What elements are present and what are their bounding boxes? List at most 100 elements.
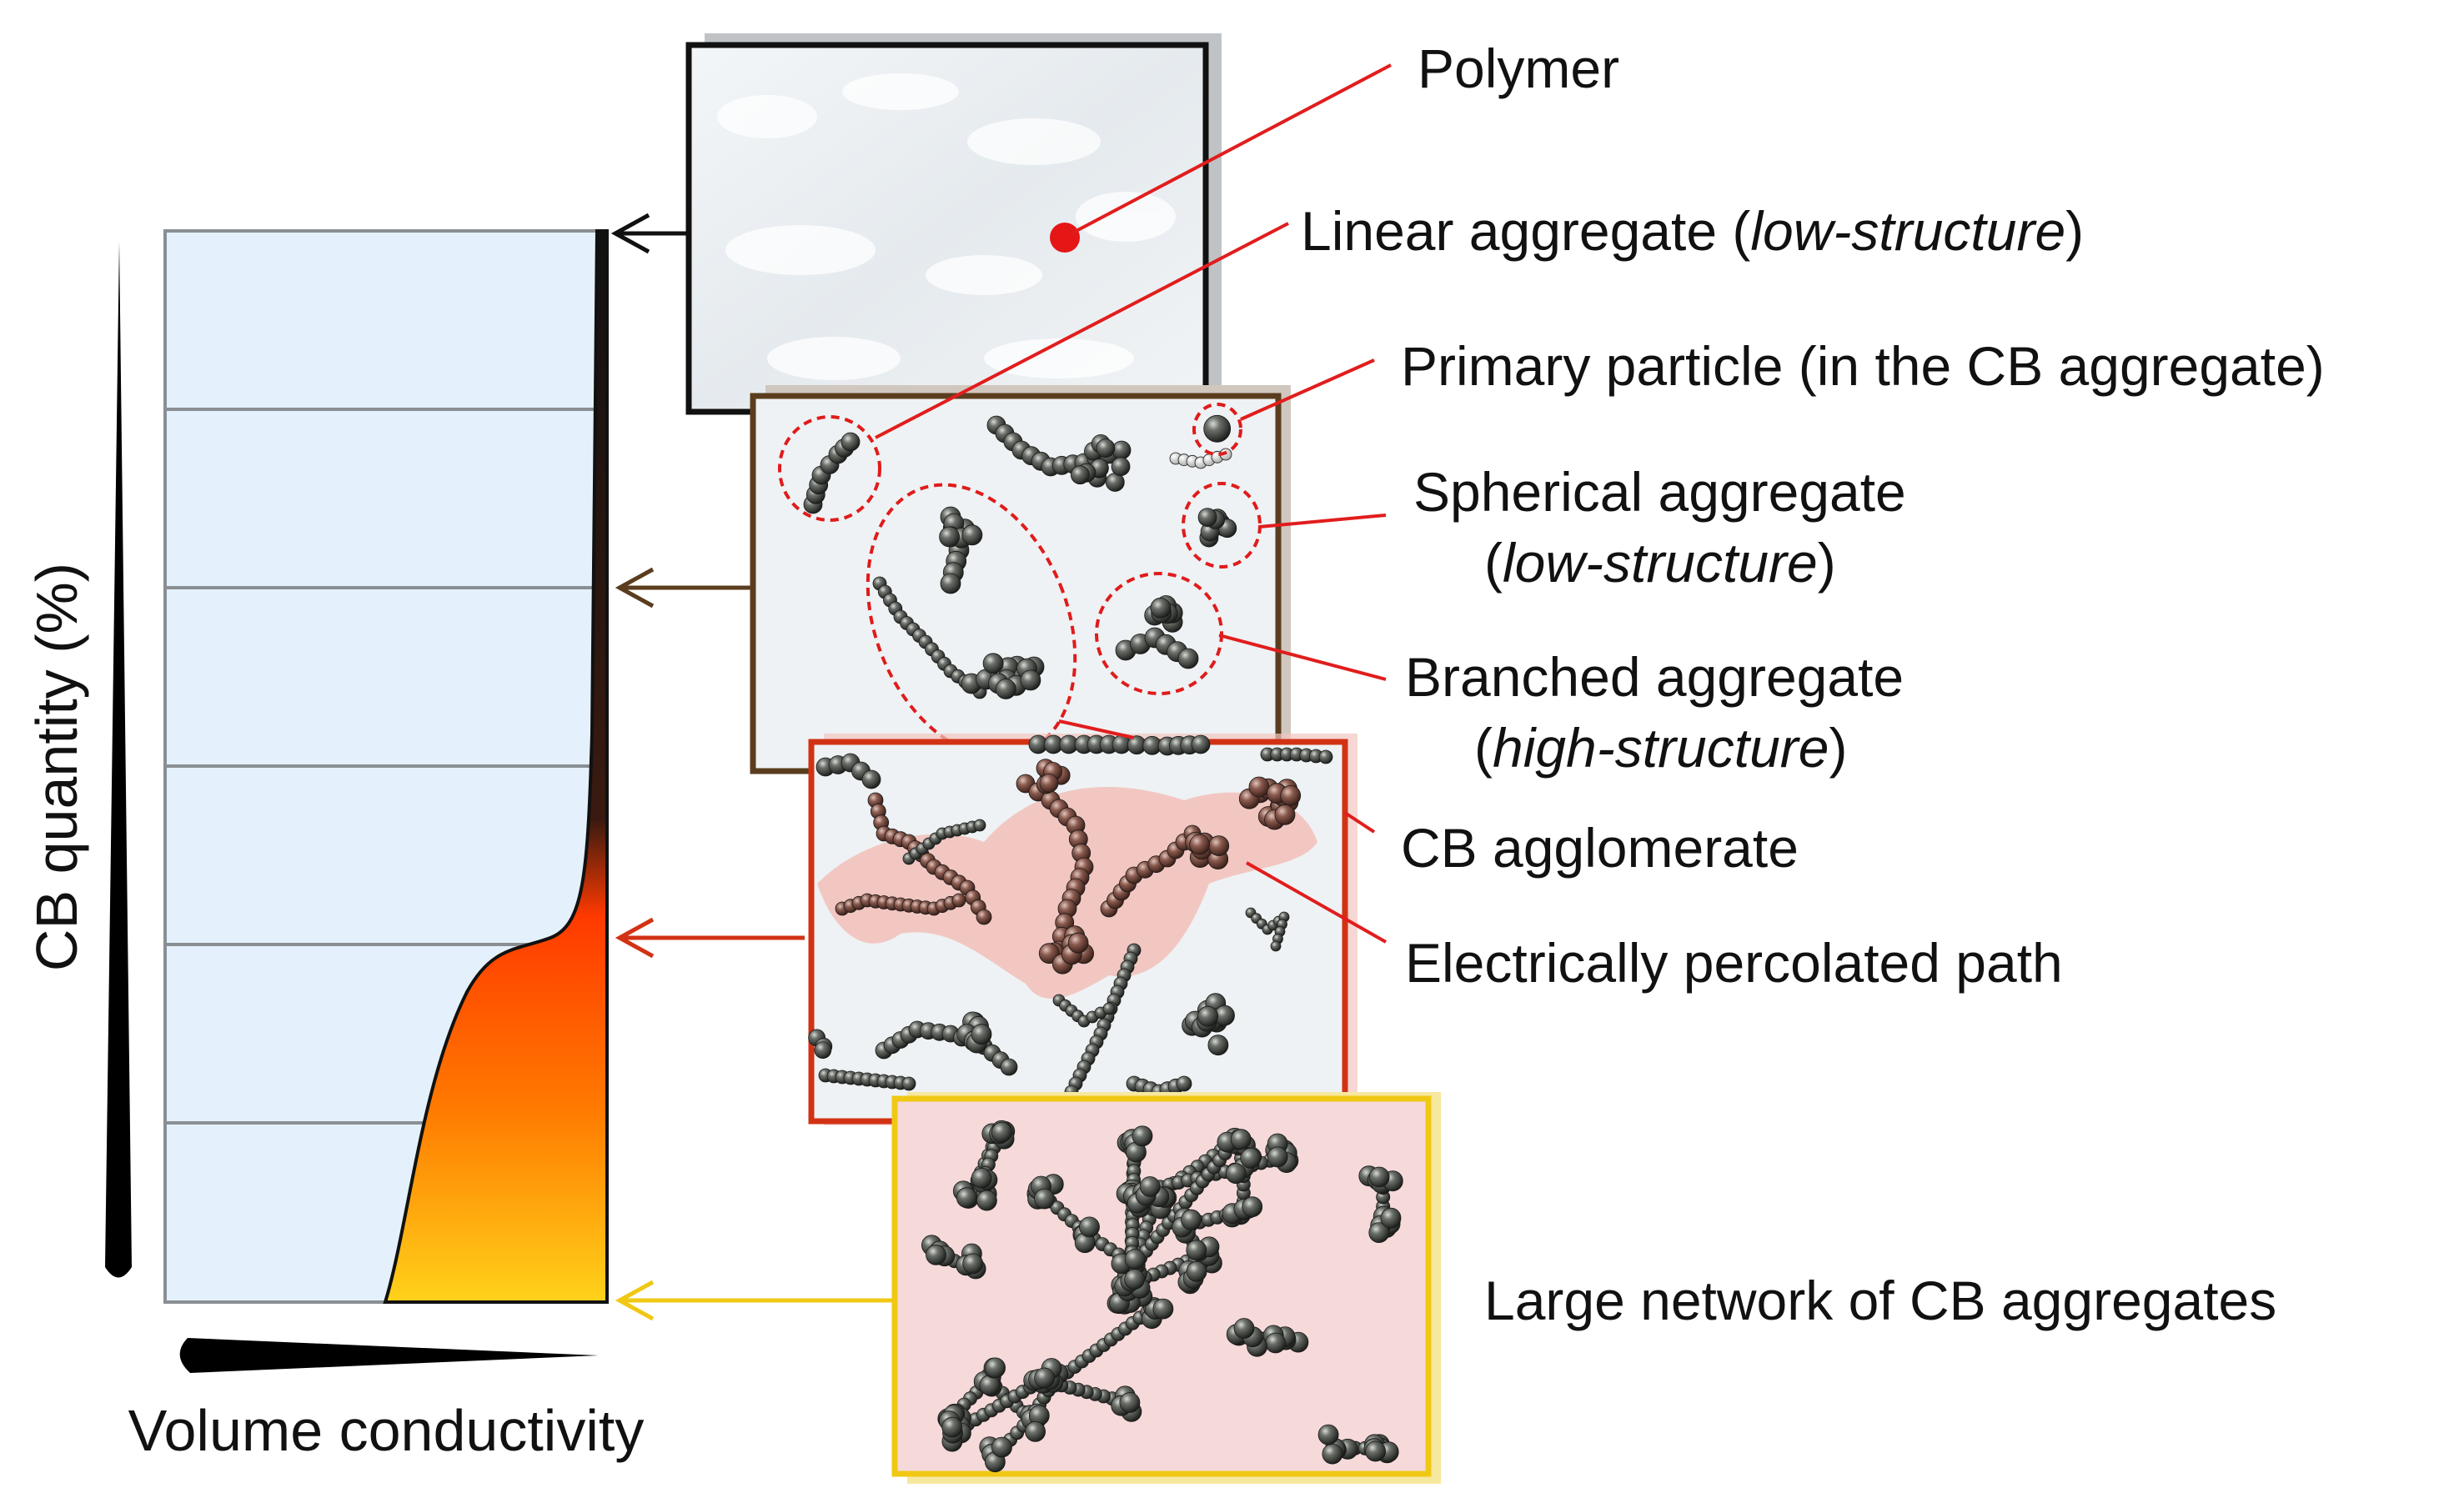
cb-particle [991,1436,1012,1458]
cb-particle [1189,834,1210,855]
cb-particle [1102,1002,1116,1015]
cb-particle [1225,1163,1247,1185]
polymer-marker-dot [1050,223,1080,253]
stage-arrows [610,213,894,1321]
cb-particle [962,1253,984,1275]
cb-particle [939,526,960,548]
conductivity-curve-area [383,229,609,1304]
x-axis-wedge [179,1338,599,1373]
panel-polymer [685,33,1222,415]
cb-particle [971,1167,992,1189]
arrow-stage4 [615,1280,894,1321]
cb-particle [1139,1176,1161,1197]
cb-particle [1124,1249,1146,1270]
cb-particle [1317,1424,1339,1445]
arrow-stage3 [615,917,805,959]
cb-particle [1274,804,1296,825]
cb-particle [982,653,1004,674]
leader-percolated [1246,861,1387,944]
cb-particle [1039,774,1059,793]
leader-polymer [1071,63,1392,235]
label-agglomerate: CB agglomerate [1401,817,1799,879]
panel-agglomerate [808,734,1357,1125]
leader-ellipse-tail [1058,719,1135,739]
cb-particle [985,1357,1006,1379]
cb-particle [1132,1125,1153,1147]
cb-particle [1000,1058,1018,1076]
cb-particle [1365,1440,1386,1462]
cb-particle [1230,1129,1252,1150]
cb-particle [951,893,966,908]
panel-aggregates [750,385,1291,774]
network-particles [921,1120,1403,1473]
x-axis-label: Volume conductivity [128,1398,645,1463]
label-branched-line1: Branched aggregate [1405,646,1904,708]
label-spherical-line1: Spherical aggregate [1413,461,1906,523]
arrow-stage2 [615,567,750,609]
y-axis-wedge [105,242,132,1278]
leader-primary [1240,358,1375,421]
cb-particle [1034,1188,1055,1210]
cb-particle [1242,1196,1263,1218]
cb-particle [1152,1298,1174,1320]
label-polymer: Polymer [1418,38,1619,99]
conductivity-chart: CB quantity (%) Volume conductivity [24,229,645,1463]
cb-particle [1368,1222,1390,1243]
cb-particle [956,1187,977,1209]
cb-particle [1112,440,1132,460]
y-axis-label: CB quantity (%) [24,563,89,971]
cb-particle [1322,1443,1343,1465]
cb-particle [1191,734,1211,754]
cb-particle [1380,1207,1402,1229]
cb-particle [1318,749,1333,764]
cb-particle [1176,1075,1192,1092]
leader-spherical [1258,514,1387,529]
cb-particle [841,432,861,452]
leader-lines [875,63,1392,944]
cb-particle [926,1244,946,1265]
cb-particle [961,524,983,546]
leader-branched [1218,634,1387,681]
cb-particle [814,1041,832,1059]
cb-particle [979,1375,1001,1396]
cb-particle [995,679,1016,699]
cb-particle [1025,1421,1046,1442]
cb-particle [1079,1216,1100,1238]
cb-particle [1181,1209,1202,1230]
arrow-polymer [610,213,689,254]
cb-particle [940,573,961,594]
cb-particle [971,1024,992,1045]
cb-particle [1124,1269,1145,1290]
polymer-texture [717,73,1176,380]
ring-primary [1192,403,1242,456]
cb-particle [1208,835,1230,856]
cb-particle [1233,1318,1255,1339]
cb-particle [1265,1332,1287,1354]
cb-particle [1240,1147,1262,1169]
cb-particle [1197,508,1217,527]
annotation-labels: Polymer Linear aggregate (low-structure)… [1301,38,2325,1331]
ring-branched [1095,572,1223,695]
cb-particle [1203,414,1232,443]
cb-particle [1280,785,1302,806]
cb-particle [1034,1367,1055,1389]
label-spherical-line2: (low-structure) [1484,532,1836,594]
cb-particle [941,1416,963,1438]
cb-particle [1267,1146,1288,1168]
cb-particle [1368,1166,1390,1188]
cb-particle [1177,648,1199,669]
leader-linear [875,222,1289,439]
cb-particle [1111,457,1131,477]
cb-particle [1067,932,1089,954]
aggregate-particles [803,414,1237,699]
cb-particle [1096,438,1116,458]
cb-particle [861,769,881,789]
label-primary: Primary particle (in the CB aggregate) [1401,335,2325,397]
cb-particle [1071,465,1090,485]
cb-particle [1186,1260,1207,1282]
label-percolated: Electrically percolated path [1405,932,2063,994]
cb-particle [1197,1005,1218,1027]
panel-network [891,1092,1441,1484]
cb-particle [1150,597,1172,619]
